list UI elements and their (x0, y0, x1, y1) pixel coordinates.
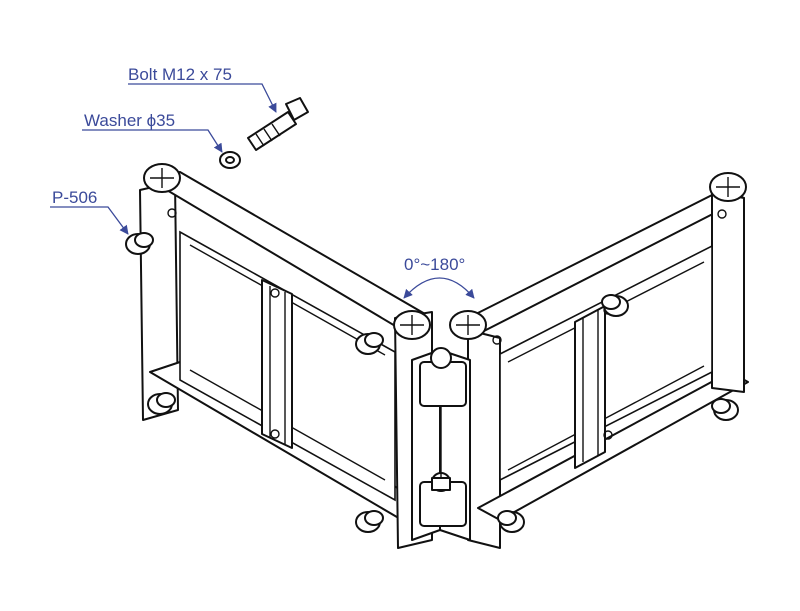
bolt-icon (247, 97, 309, 151)
left-truss-frame (139, 171, 433, 549)
part-number-label: P-506 (52, 188, 97, 207)
angle-label: 0°~180° (404, 255, 465, 274)
part-no-leader (50, 206, 129, 235)
right-truss-frame (459, 189, 749, 549)
washer-icon (219, 151, 241, 169)
annotations (50, 83, 475, 299)
spigot-icon (125, 232, 739, 533)
bolt-label: Bolt M12 x 75 (128, 65, 232, 84)
washer-label: Washer ϕ35 (84, 111, 175, 130)
washer-leader (82, 129, 223, 153)
cross-cap-icon (143, 163, 747, 340)
bolt-leader (128, 83, 277, 113)
angle-arc (403, 277, 475, 299)
hinge-icon (411, 347, 471, 541)
